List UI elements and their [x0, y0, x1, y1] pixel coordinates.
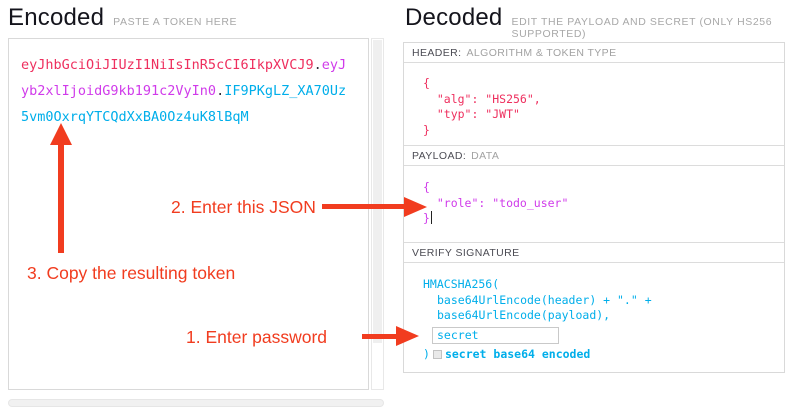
- header-sublabel: ALGORITHM & TOKEN TYPE: [466, 46, 617, 59]
- base64-checkbox[interactable]: [432, 349, 442, 359]
- vertical-scrollbar-thumb[interactable]: [373, 40, 382, 343]
- annotation-step1-arrow-head: [396, 326, 419, 346]
- header-json-line: {: [423, 76, 430, 90]
- hmac-code-line: HMACSHA256(: [423, 277, 500, 291]
- jwt-token-text[interactable]: eyJhbGciOiJIUzI1NiIsInR5cCI6IkpXVCJ9.eyJ…: [9, 39, 358, 130]
- annotation-step1-arrow-shaft: [362, 334, 397, 339]
- verify-signature-block: HMACSHA256( base64UrlEncode(header) + ".…: [404, 263, 784, 372]
- payload-sublabel: DATA: [471, 149, 500, 162]
- token-dot: .: [313, 57, 322, 73]
- payload-label: PAYLOAD:: [412, 149, 467, 162]
- annotation-step3-arrow-shaft: [58, 143, 64, 253]
- header-label: HEADER:: [412, 46, 462, 59]
- header-section-label: HEADER: ALGORITHM & TOKEN TYPE: [404, 43, 784, 63]
- annotation-step3-arrow-head: [50, 123, 72, 145]
- annotation-step2-text: 2. Enter this JSON: [171, 197, 316, 217]
- text-cursor: [430, 211, 433, 224]
- header-json-line: "typ": "JWT": [423, 107, 520, 121]
- encoded-title: Encoded: [8, 4, 105, 31]
- payload-json-editor[interactable]: { "role": "todo_user" }: [404, 166, 784, 243]
- header-json-editor[interactable]: { "alg": "HS256", "typ": "JWT" }: [404, 63, 784, 146]
- horizontal-scrollbar[interactable]: [8, 399, 384, 407]
- annotation-step2-arrow-head: [404, 197, 427, 217]
- secret-input[interactable]: [432, 326, 559, 344]
- hmac-code-line: base64UrlEncode(header) + "." +: [437, 292, 652, 307]
- annotation-step2-arrow-shaft: [322, 204, 405, 209]
- payload-json-line: "role": "todo_user": [423, 195, 569, 210]
- hmac-code-line: base64UrlEncode(payload),: [437, 308, 611, 322]
- token-header-segment: eyJhbGciOiJIUzI1NiIsInR5cCI6IkpXVCJ9: [21, 57, 314, 73]
- encoded-title-row: Encoded PASTE A TOKEN HERE: [8, 4, 237, 32]
- token-signature-segment: IF9PKgLZ_XA70Uz5vm0OxrqYTCQdXxBA0Oz4uK8l…: [21, 83, 347, 125]
- payload-json-line: }: [423, 211, 776, 227]
- encoded-subtitle: PASTE A TOKEN HERE: [113, 16, 238, 28]
- base64-checkbox-label[interactable]: secret base64 encoded: [444, 346, 591, 361]
- payload-json-line: {: [423, 180, 430, 194]
- close-paren: ): [423, 346, 430, 361]
- annotation-step3-text: 3. Copy the resulting token: [27, 263, 236, 283]
- decoded-title-row: Decoded EDIT THE PAYLOAD AND SECRET (ONL…: [405, 4, 793, 40]
- decoded-panel: HEADER: ALGORITHM & TOKEN TYPE { "alg": …: [403, 42, 785, 373]
- decoded-title: Decoded: [405, 4, 503, 31]
- token-dot: .: [216, 83, 225, 99]
- encoded-token-editor[interactable]: eyJhbGciOiJIUzI1NiIsInR5cCI6IkpXVCJ9.eyJ…: [8, 38, 369, 390]
- payload-section-label: PAYLOAD: DATA: [404, 146, 784, 166]
- header-json-line: "alg": "HS256",: [423, 91, 541, 106]
- secret-base64-row: ) secret base64 encoded: [423, 347, 776, 363]
- decoded-subtitle: EDIT THE PAYLOAD AND SECRET (ONLY HS256 …: [511, 16, 773, 40]
- header-json-line: }: [423, 122, 430, 137]
- vertical-scrollbar[interactable]: [371, 38, 384, 390]
- verify-label: VERIFY SIGNATURE: [412, 246, 520, 259]
- verify-section-label: VERIFY SIGNATURE: [404, 243, 784, 263]
- token-payload-segment: eyJyb2xlIjoidG9kb191c2VyIn0: [21, 57, 347, 99]
- annotation-step1-text: 1. Enter password: [186, 327, 328, 347]
